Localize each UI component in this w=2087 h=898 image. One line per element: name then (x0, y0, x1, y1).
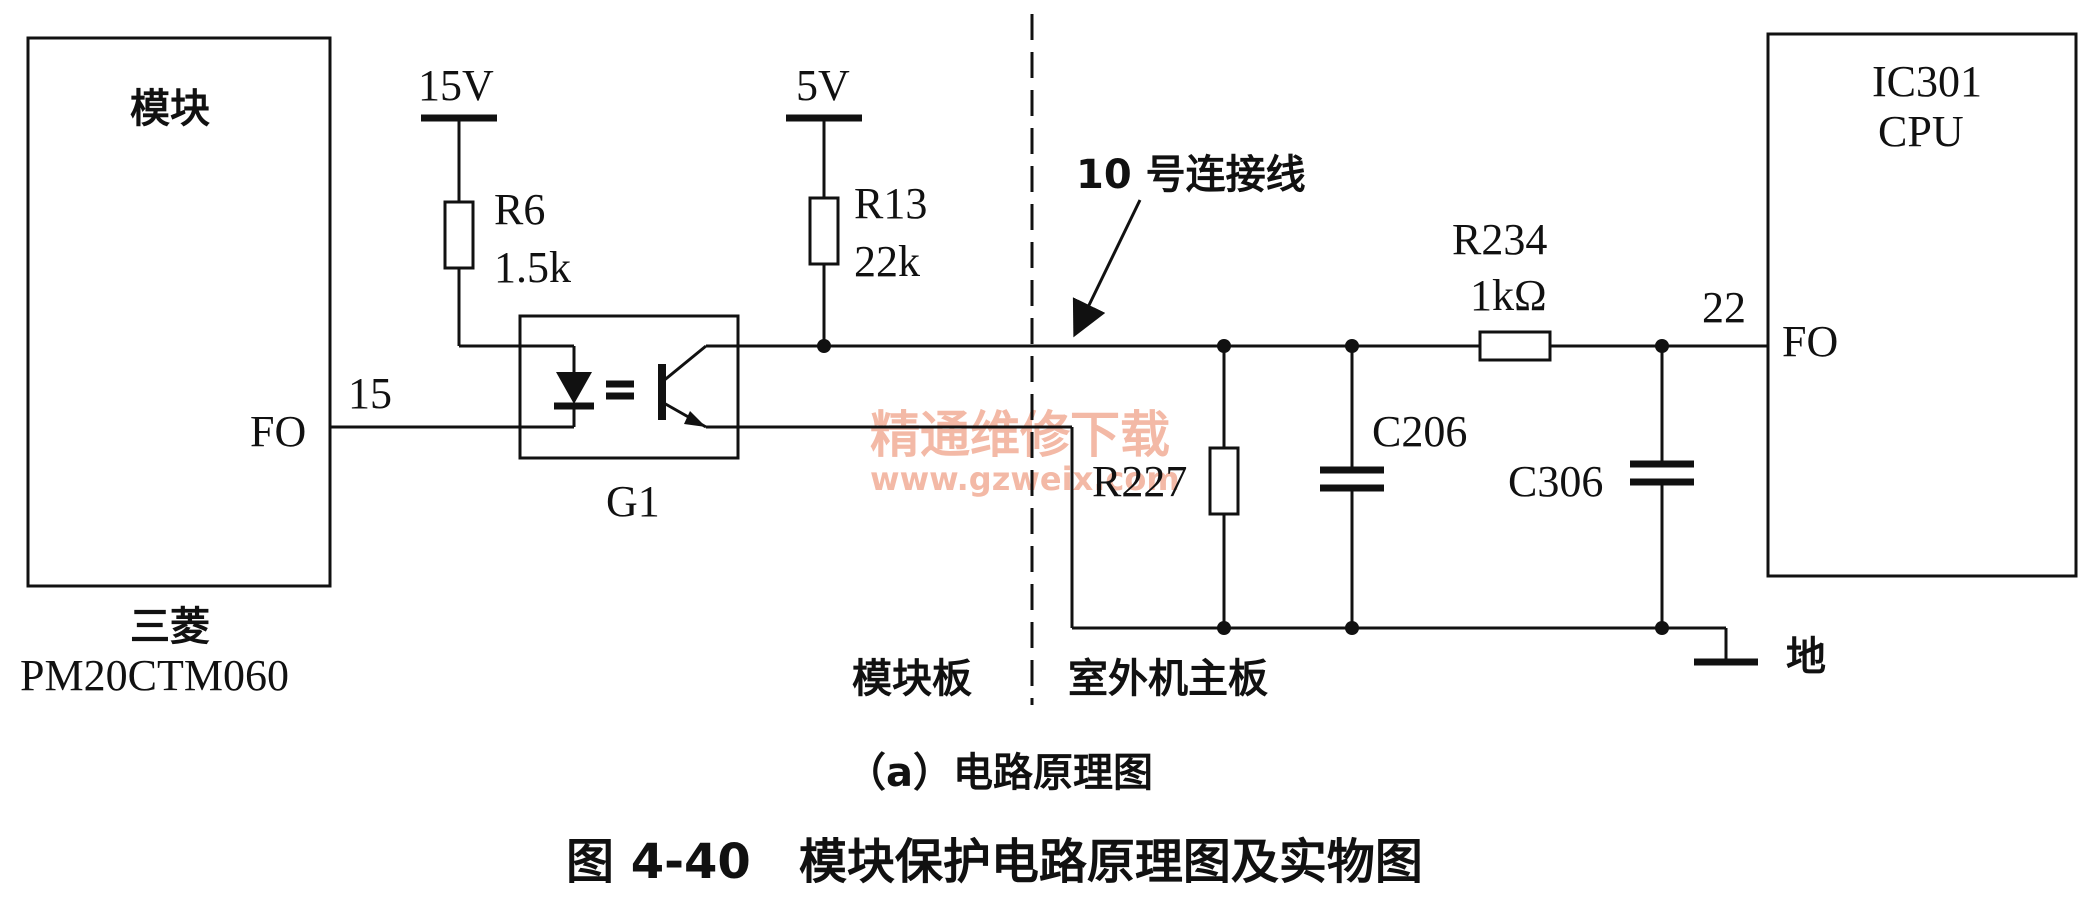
module-block: 模块 FO 三菱 PM20CTM060 (20, 36, 332, 700)
r234: R234 1kΩ (1452, 215, 1552, 362)
emitter-arrow-icon (684, 411, 706, 427)
watermark: 精通维修下载 www.gzweix.com (870, 406, 1180, 498)
optocoupler-g1: G1 (518, 314, 740, 526)
cpu-line2: CPU (1878, 107, 1964, 156)
module-pin-name: FO (250, 407, 306, 456)
module-title: 模块 (130, 86, 210, 132)
supply-15v: 15V R6 1.5k (418, 61, 571, 348)
cpu-pin-name: FO (1782, 317, 1838, 366)
r13-resistor (808, 196, 840, 266)
r13-value: 22k (854, 237, 920, 286)
r227-resistor (1208, 446, 1240, 516)
c206: C206 (1320, 339, 1467, 628)
c306-name: C306 (1508, 457, 1603, 506)
junction-dot (1655, 621, 1669, 635)
c206-name: C206 (1372, 407, 1467, 456)
r234-resistor (1478, 330, 1552, 362)
supply-15v-label: 15V (418, 61, 494, 110)
module-pin-number: 15 (348, 369, 392, 418)
transistor-collector-lead (661, 344, 707, 384)
connector-arrow-icon (1072, 199, 1142, 338)
supply-5v: 5V R13 22k (786, 61, 927, 346)
r13-name: R13 (854, 179, 927, 228)
ground-label: 地 (1786, 634, 1826, 680)
cpu-block: IC301 CPU FO 22 (1702, 32, 2078, 578)
led-diode-icon (556, 372, 592, 404)
r234-name: R234 (1452, 215, 1547, 264)
r227-name: R227 (1092, 457, 1187, 506)
junction-dot (817, 339, 831, 353)
optocoupler-box (518, 314, 740, 460)
c306: C306 (1508, 339, 1694, 628)
watermark-url: www.gzweix.com (870, 460, 1180, 498)
cpu-pin-number: 22 (1702, 283, 1746, 332)
left-board-label: 模块板 (852, 656, 972, 702)
supply-5v-label: 5V (796, 61, 850, 110)
optocoupler-label: G1 (606, 477, 660, 526)
junction-dot (1217, 621, 1231, 635)
cpu-line1: IC301 (1872, 57, 1982, 106)
module-box (26, 36, 332, 588)
r6-name: R6 (494, 185, 545, 234)
r227: R227 (1092, 339, 1240, 628)
r6-value: 1.5k (494, 243, 571, 292)
sub-caption: （a）电路原理图 (846, 750, 1153, 796)
r6-resistor (443, 200, 475, 270)
right-board-label: 室外机主板 (1068, 656, 1268, 702)
cpu-box (1766, 32, 2078, 578)
watermark-text: 精通维修下载 (870, 406, 1170, 464)
figure-caption: 图 4-40 模块保护电路原理图及实物图 (566, 834, 1423, 890)
module-model: PM20CTM060 (20, 651, 289, 700)
module-maker: 三菱 (130, 604, 210, 650)
r234-value: 1kΩ (1470, 271, 1547, 320)
connector-label: 10 号连接线 (1076, 152, 1306, 198)
junction-dot (1345, 621, 1359, 635)
